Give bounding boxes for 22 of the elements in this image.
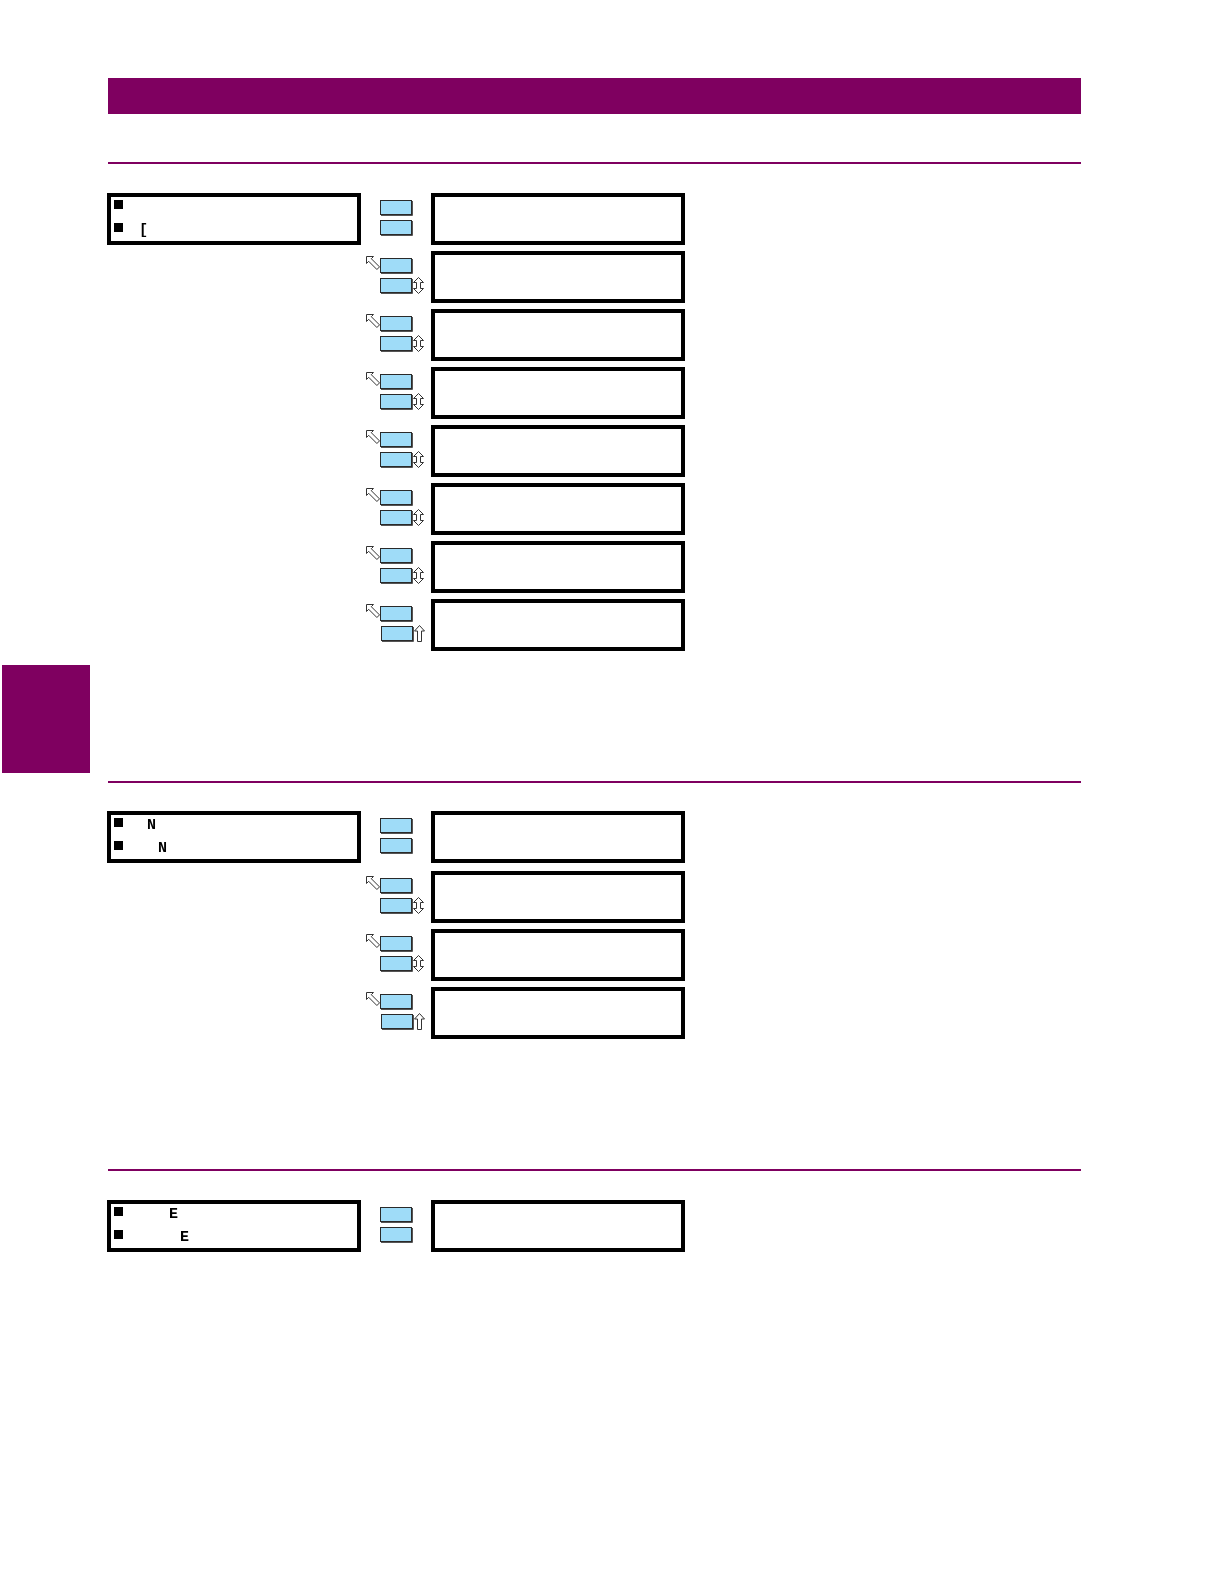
menu-header-box: [107, 811, 361, 863]
display-box: [431, 483, 685, 535]
menu-header-box: [107, 193, 361, 245]
menu-heading-text: N: [147, 817, 156, 835]
display-box: [431, 599, 685, 651]
display-box: [431, 193, 685, 245]
display-box: [431, 811, 685, 863]
menu-heading-text: E: [180, 1229, 189, 1247]
menu-heading-text: E: [169, 1206, 178, 1224]
display-box: [431, 425, 685, 477]
display-box: [431, 367, 685, 419]
menu-header-box: [107, 1200, 361, 1252]
menu-heading-text: N: [158, 840, 167, 858]
display-box: [431, 251, 685, 303]
display-box: [431, 871, 685, 923]
display-box: [431, 987, 685, 1039]
chapter-tab: [2, 665, 90, 773]
display-box: [431, 929, 685, 981]
display-box: [431, 309, 685, 361]
display-box: [431, 1200, 685, 1252]
display-box: [431, 541, 685, 593]
menu-heading-text: [: [139, 222, 148, 240]
